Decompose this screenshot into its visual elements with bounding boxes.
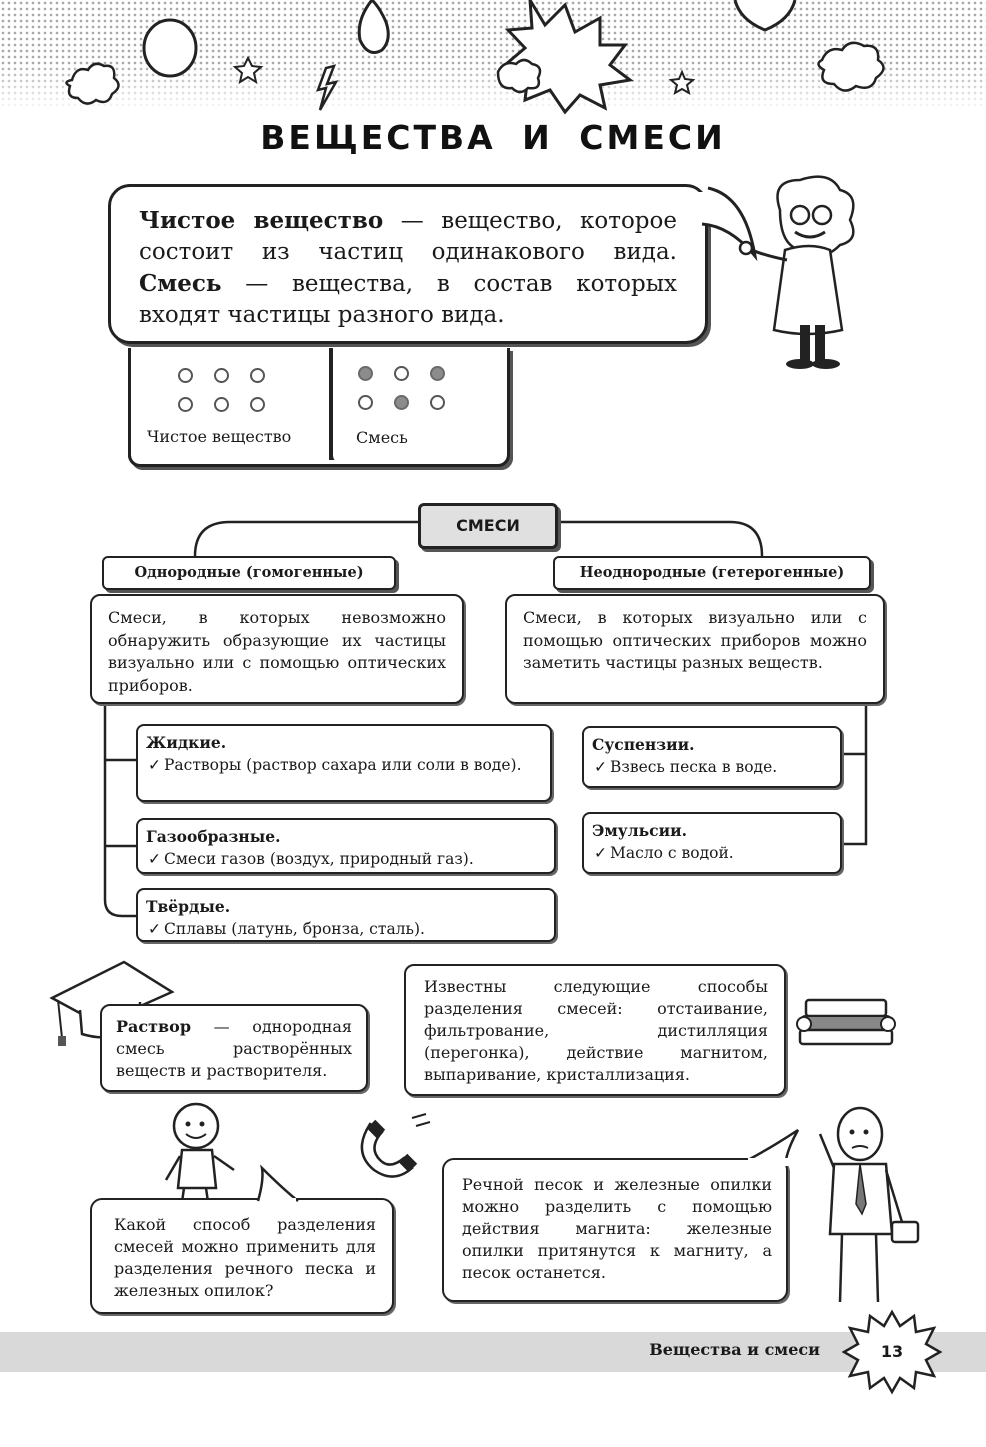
- mixture-particle-empty: [394, 366, 409, 381]
- pure-particle: [250, 368, 265, 383]
- answer-bubble-tail: [747, 1128, 800, 1166]
- category-suspension: Суспензии. ✓Взвесь песка в воде.: [582, 726, 842, 788]
- boy-illustration: [164, 1102, 235, 1203]
- examples-frame: [128, 348, 510, 467]
- pure-particle: [214, 368, 229, 383]
- mixture-particle-empty: [430, 395, 445, 410]
- category-name: Твёрдые.: [146, 897, 231, 916]
- pure-particle: [178, 397, 193, 412]
- bubble-tail: [698, 186, 758, 262]
- magnet-icon: [360, 1113, 431, 1178]
- category-gas: Газообразные. ✓Смеси газов (воздух, прир…: [136, 818, 556, 874]
- drop-shape: [357, 0, 390, 54]
- page-number: 13: [880, 1342, 904, 1361]
- mixture-particle-filled: [358, 366, 373, 381]
- category-liquid: Жидкие. ✓Растворы (раствор сахара или со…: [136, 724, 552, 802]
- category-emulsion: Эмульсии. ✓Масло с водой.: [582, 812, 842, 874]
- businessman-illustration: [818, 1106, 920, 1303]
- pure-substance-example-box: [128, 348, 340, 467]
- definition-bubble: Чистое вещество — вещество, которое сост…: [108, 184, 708, 344]
- examples-divider: [329, 348, 332, 460]
- heterogeneous-header: Неоднородные (гетерогенные): [553, 556, 871, 590]
- star-icon: [668, 69, 696, 96]
- heart-shape: [733, 0, 797, 32]
- check-icon: ✓: [148, 850, 161, 868]
- category-item: ✓Масло с водой.: [594, 844, 734, 862]
- check-icon: ✓: [594, 758, 607, 776]
- solution-term: Раствор: [116, 1017, 192, 1036]
- category-item: ✓Взвесь песка в воде.: [594, 758, 778, 776]
- check-icon: ✓: [594, 844, 607, 862]
- cloud-icon: [817, 41, 885, 92]
- separation-methods-box: Известны следующие способы разделения см…: [404, 964, 786, 1096]
- pure-substance-definition: — вещество, которое состоит из частиц од…: [139, 208, 677, 265]
- check-icon: ✓: [148, 756, 161, 774]
- category-name: Эмульсии.: [592, 821, 687, 840]
- scientist-illustration: [738, 175, 855, 369]
- mixture-particle-filled: [394, 395, 409, 410]
- books-illustration: [796, 998, 896, 1046]
- answer-bubble: Речной песок и железные опилки можно раз…: [442, 1158, 788, 1302]
- category-item: ✓Смеси газов (воздух, природный газ).: [148, 850, 474, 868]
- mixture-definition: — вещества, в состав которых входят част…: [139, 271, 677, 328]
- cloud-icon: [496, 58, 542, 94]
- pure-substance-label: Чистое вещество: [147, 427, 292, 446]
- footer-bar: [0, 1332, 986, 1372]
- footer-section-title: Вещества и смеси: [649, 1340, 820, 1359]
- mixture-particle-filled: [430, 366, 445, 381]
- bubble-shape: [142, 18, 198, 78]
- homogeneous-header: Однородные (гомогенные): [102, 556, 396, 590]
- mixture-label: Смесь: [356, 428, 408, 447]
- question-bubble: Какой способ разделения смесей можно при…: [90, 1198, 394, 1314]
- pure-particle: [250, 397, 265, 412]
- mixture-particle-empty: [358, 395, 373, 410]
- page-number-burst: [841, 1309, 943, 1395]
- category-item: ✓Сплавы (латунь, бронза, сталь).: [148, 920, 425, 938]
- category-name: Суспензии.: [592, 735, 695, 754]
- cloud-icon: [65, 62, 120, 105]
- mixture-term: Смесь: [139, 270, 222, 297]
- mixtures-root-node: СМЕСИ: [418, 503, 558, 549]
- category-item: ✓Растворы (раствор сахара или соли в вод…: [148, 756, 522, 774]
- category-name: Жидкие.: [146, 733, 227, 752]
- category-solid: Твёрдые. ✓Сплавы (латунь, бронза, сталь)…: [136, 888, 556, 942]
- star-icon: [232, 55, 264, 85]
- question-bubble-tail: [256, 1164, 299, 1206]
- pure-particle: [214, 397, 229, 412]
- solution-definition-box: Раствор — однородная смесь растворённых …: [100, 1004, 368, 1092]
- category-name: Газообразные.: [146, 827, 281, 846]
- pure-substance-term: Чистое вещество: [139, 207, 384, 234]
- homogeneous-description: Смеси, в которых невозможно обнаружить о…: [90, 594, 464, 704]
- header-decorations: [65, 0, 885, 115]
- solution-text: — однородная смесь растворённых веществ …: [116, 1017, 352, 1080]
- pure-particle: [178, 368, 193, 383]
- check-icon: ✓: [148, 920, 161, 938]
- heterogeneous-description: Смеси, в которых визуально или с помощью…: [505, 594, 885, 704]
- lightning-icon: [316, 64, 339, 111]
- definition-text: Чистое вещество — вещество, которое сост…: [139, 205, 677, 331]
- page-title: ВЕЩЕСТВА И СМЕСИ: [260, 118, 726, 157]
